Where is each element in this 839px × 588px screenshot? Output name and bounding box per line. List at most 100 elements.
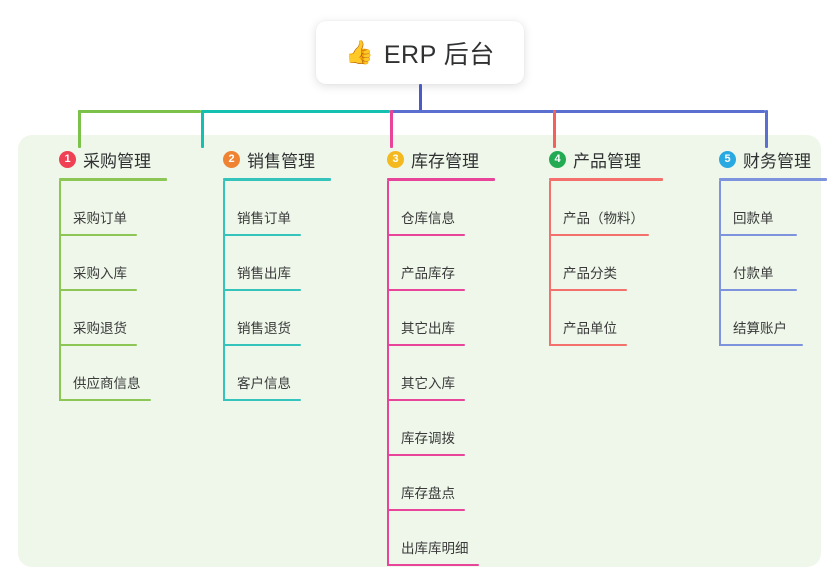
column-rule-sales: [223, 178, 331, 181]
leaf-rule: [387, 234, 465, 236]
leaf-label: 销售出库: [237, 266, 291, 281]
column-title-inventory: 库存管理: [411, 151, 479, 171]
leaf-rule: [719, 289, 797, 291]
leaf-item[interactable]: 回款单: [700, 181, 827, 236]
leaf-item[interactable]: 供应商信息: [40, 346, 167, 401]
column-badge-purchase: 1: [59, 150, 76, 168]
leaf-label: 产品分类: [563, 266, 617, 281]
root-connector-stem: [419, 84, 422, 113]
leaf-label: 产品单位: [563, 321, 617, 336]
column-header-purchase[interactable]: 1 采购管理: [40, 146, 167, 172]
leaf-rule: [59, 289, 137, 291]
column-rule-product: [549, 178, 663, 181]
leaf-item[interactable]: 结算账户: [700, 291, 827, 346]
leaf-rule: [223, 399, 301, 401]
leaf-label: 供应商信息: [73, 376, 141, 391]
leaf-item[interactable]: 客户信息: [204, 346, 331, 401]
leaf-rule: [719, 234, 797, 236]
connector-segment-teal: [201, 110, 390, 113]
leaf-item[interactable]: 付款单: [700, 236, 827, 291]
column-sales: 2 销售管理销售订单销售出库销售退货客户信息: [204, 146, 331, 401]
leaf-rule: [387, 509, 465, 511]
leaf-label: 客户信息: [237, 376, 291, 391]
leaf-label: 结算账户: [733, 321, 787, 336]
leaf-item[interactable]: 销售订单: [204, 181, 331, 236]
leaf-rule: [59, 234, 137, 236]
leaf-label: 产品库存: [401, 266, 455, 281]
column-purchase: 1 采购管理采购订单采购入库采购退货供应商信息: [40, 146, 167, 401]
column-title-product: 产品管理: [573, 151, 641, 171]
leaf-rule: [549, 289, 627, 291]
leaf-label: 销售退货: [237, 321, 291, 336]
column-product: 4 产品管理产品（物料） 产品分类产品单位: [530, 146, 663, 346]
leaf-item[interactable]: 产品分类: [530, 236, 663, 291]
column-spine-product: [549, 181, 551, 346]
connector-segment-green: [78, 110, 201, 113]
leaf-item[interactable]: 其它出库: [368, 291, 495, 346]
leaf-rule: [549, 234, 649, 236]
leaf-item[interactable]: 仓库信息: [368, 181, 495, 236]
leaf-label: 采购退货: [73, 321, 127, 336]
leaf-rule: [387, 564, 479, 566]
connector-drop-sales: [201, 110, 204, 148]
column-header-sales[interactable]: 2 销售管理: [204, 146, 331, 172]
root-node-card[interactable]: 👍 ERP 后台: [316, 21, 524, 84]
leaf-rule: [387, 454, 465, 456]
leaf-label: 其它出库: [401, 321, 455, 336]
column-body-inventory: 仓库信息产品库存其它出库其它入库库存调拨库存盘点出库库明细: [368, 181, 495, 566]
connector-segment-blue: [390, 110, 765, 113]
leaf-label: 采购入库: [73, 266, 127, 281]
connector-drop-inventory: [390, 110, 393, 148]
leaf-item[interactable]: 其它入库: [368, 346, 495, 401]
connector-drop-finance: [765, 110, 768, 148]
leaf-item[interactable]: 产品（物料）: [530, 181, 663, 236]
leaf-item[interactable]: 销售出库: [204, 236, 331, 291]
column-spine-inventory: [387, 181, 389, 566]
leaf-rule: [223, 289, 301, 291]
root-node-title: ERP 后台: [383, 40, 495, 69]
leaf-label: 采购订单: [73, 211, 127, 226]
column-spine-sales: [223, 181, 225, 401]
column-header-product[interactable]: 4 产品管理: [530, 146, 663, 172]
leaf-rule: [223, 344, 301, 346]
leaf-item[interactable]: 出库库明细: [368, 511, 495, 566]
column-rule-finance: [719, 178, 827, 181]
column-title-sales: 销售管理: [247, 151, 315, 171]
column-spine-purchase: [59, 181, 61, 401]
leaf-label: 库存盘点: [401, 486, 455, 501]
column-title-purchase: 采购管理: [83, 151, 151, 171]
leaf-label: 销售订单: [237, 211, 291, 226]
leaf-item[interactable]: 库存调拨: [368, 401, 495, 456]
connector-drop-product: [553, 110, 556, 148]
leaf-item[interactable]: 产品库存: [368, 236, 495, 291]
leaf-label: 回款单: [733, 211, 774, 226]
leaf-rule: [387, 289, 465, 291]
column-spine-finance: [719, 181, 721, 346]
column-badge-product: 4: [549, 150, 566, 168]
leaf-item[interactable]: 采购退货: [40, 291, 167, 346]
column-body-sales: 销售订单销售出库销售退货客户信息: [204, 181, 331, 401]
leaf-rule: [387, 399, 465, 401]
leaf-item[interactable]: 产品单位: [530, 291, 663, 346]
leaf-item[interactable]: 采购订单: [40, 181, 167, 236]
leaf-item[interactable]: 库存盘点: [368, 456, 495, 511]
column-title-finance: 财务管理: [743, 151, 811, 171]
diagram-panel: [18, 135, 821, 567]
leaf-item[interactable]: 采购入库: [40, 236, 167, 291]
leaf-rule: [59, 399, 151, 401]
leaf-label: 付款单: [733, 266, 774, 281]
column-badge-sales: 2: [223, 150, 240, 168]
leaf-rule: [59, 344, 137, 346]
leaf-item[interactable]: 销售退货: [204, 291, 331, 346]
column-rule-purchase: [59, 178, 167, 181]
leaf-label: 仓库信息: [401, 211, 455, 226]
leaf-rule: [549, 344, 627, 346]
thumbs-up-icon: 👍: [345, 39, 374, 65]
connector-drop-purchase: [78, 110, 81, 148]
leaf-rule: [387, 344, 465, 346]
column-rule-inventory: [387, 178, 495, 181]
